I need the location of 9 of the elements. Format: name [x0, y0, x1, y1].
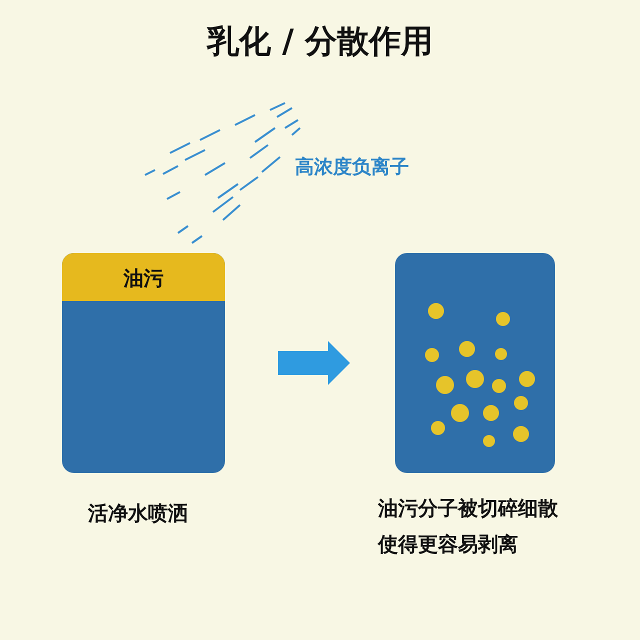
node-label: 油污分子被切碎细散使得更容易剥离: [378, 495, 559, 558]
title: 乳化 / 分散作用: [206, 21, 434, 62]
water-container: [62, 253, 225, 473]
layer-label: 油污: [122, 265, 164, 292]
spray-label: 高浓度负离子: [295, 155, 409, 180]
oil-layer: [62, 253, 225, 301]
node-label: 活净水喷洒: [88, 500, 189, 527]
water-container: [395, 253, 555, 473]
arrow: [278, 341, 350, 385]
